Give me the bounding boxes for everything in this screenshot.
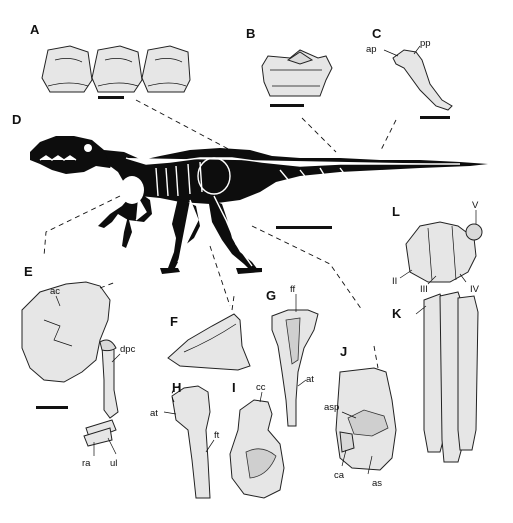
- panel-label-l: L: [392, 204, 400, 219]
- anno-as: as: [372, 478, 382, 489]
- panel-label-k: K: [392, 306, 402, 321]
- anno-dpc: dpc: [120, 344, 136, 355]
- anno-v: V: [472, 200, 479, 211]
- anno-at-g: at: [306, 374, 314, 385]
- panel-label-f: F: [170, 314, 178, 329]
- bone-h: [163, 385, 215, 499]
- anno-ft: ft: [214, 430, 220, 441]
- metatarsals-k: [415, 291, 479, 463]
- chevron-c: [383, 45, 453, 119]
- skeleton-silhouette-d: [30, 136, 488, 274]
- bone-i: [229, 391, 285, 499]
- anno-ul: ul: [110, 458, 117, 469]
- pectoral-girdle-e: [21, 281, 121, 456]
- panel-label-d: D: [12, 112, 21, 127]
- panel-label-g: G: [266, 288, 276, 303]
- scale-bar-a: [98, 96, 124, 99]
- panel-label-c: C: [372, 26, 382, 41]
- scale-bar-b: [270, 104, 304, 107]
- bone-j: [335, 345, 397, 475]
- panel-label-a: A: [30, 22, 40, 37]
- anno-iv: IV: [470, 284, 480, 295]
- vertebrae-a: [41, 45, 191, 99]
- panel-label-e: E: [24, 264, 33, 279]
- anno-cc: cc: [256, 382, 266, 393]
- anno-ff: ff: [290, 284, 295, 295]
- hindlimb-rear: [208, 198, 258, 272]
- anno-at-h: at: [150, 408, 158, 419]
- anno-ca: ca: [334, 470, 345, 481]
- anno-asp: asp: [324, 402, 339, 413]
- panel-label-i: I: [232, 380, 236, 395]
- scale-bar-c: [420, 116, 450, 119]
- bone-g: [271, 294, 319, 427]
- vertebra-b: [261, 49, 333, 107]
- panel-label-j: J: [340, 344, 347, 359]
- anno-ac: ac: [50, 286, 60, 297]
- anno-ii: II: [392, 276, 397, 287]
- scale-bar-e: [36, 406, 68, 409]
- anno-iii: III: [420, 284, 428, 295]
- body: [104, 148, 488, 204]
- scale-bar-d: [276, 226, 332, 229]
- anno-pp: pp: [420, 38, 431, 49]
- tarsals-l: [399, 210, 483, 285]
- skull: [30, 136, 114, 174]
- connector-lines: [43, 99, 397, 311]
- panel-label-h: H: [172, 380, 181, 395]
- panel-label-b: B: [246, 26, 255, 41]
- anno-ap: ap: [366, 44, 377, 55]
- anno-ra: ra: [82, 458, 91, 469]
- bone-f: [167, 295, 251, 371]
